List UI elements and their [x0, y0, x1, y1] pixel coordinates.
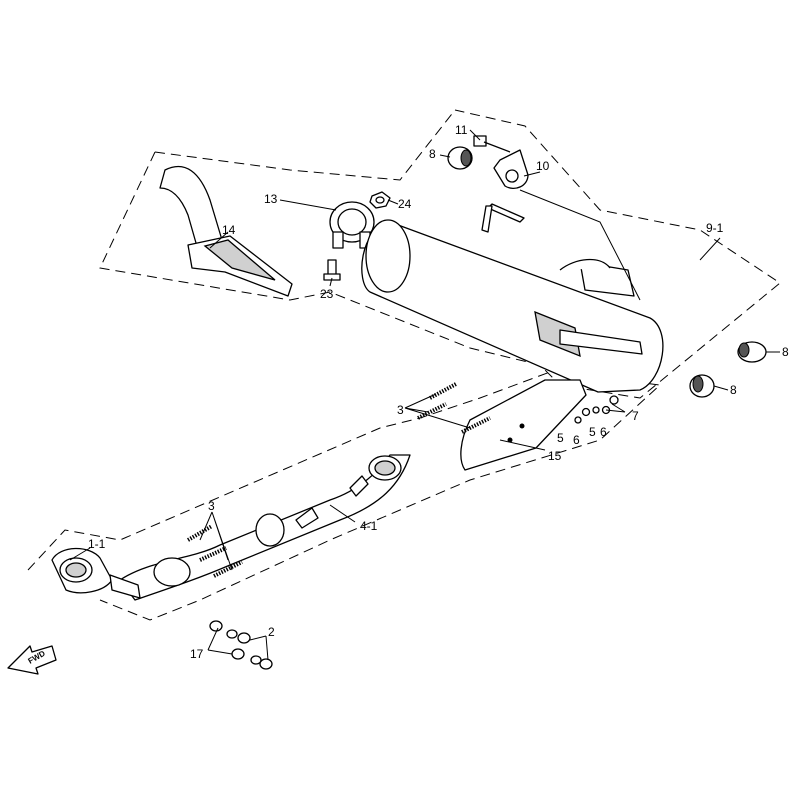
muffler-top-boundary: [154, 109, 456, 181]
callout-8-low: 8: [730, 383, 737, 397]
callout-24: 24: [398, 197, 412, 211]
bracket-bolt: [473, 135, 511, 153]
flange-nuts: [209, 620, 273, 670]
exhaust-clamp: [329, 201, 375, 249]
springs-lower: [186, 524, 243, 578]
callout-5-left: 5: [557, 431, 564, 445]
callout-3-upper: 3: [397, 403, 404, 417]
callout-6-right: 6: [600, 425, 607, 439]
head-pipe: [119, 454, 411, 601]
callout-2: 2: [268, 625, 275, 639]
springs-upper: [417, 382, 491, 434]
grommet-top: [447, 146, 473, 170]
mounting-bracket: [493, 149, 529, 190]
forward-arrow-icon: FWD: [7, 645, 57, 675]
callout-13: 13: [264, 192, 278, 206]
callout-17: 17: [190, 647, 204, 661]
callout-6-left: 6: [573, 433, 580, 447]
clamp-nut: [369, 191, 391, 209]
callout-15: 15: [548, 449, 562, 463]
callout-8-mid: 8: [782, 345, 789, 359]
tail-pipe: [159, 165, 293, 297]
clamp-bolt: [323, 259, 341, 281]
callout-8-top: 8: [429, 147, 436, 161]
callout-11: 11: [455, 123, 468, 137]
callout-10: 10: [536, 159, 550, 173]
callout-23: 23: [320, 287, 334, 301]
heat-shield: [460, 379, 587, 471]
callout-7: 7: [632, 409, 639, 423]
callout-9-1: 9-1: [706, 221, 724, 235]
exhaust-flange: [51, 547, 141, 599]
callout-4-1: 4-1: [360, 519, 378, 533]
muffler-body: [361, 203, 664, 393]
leader-lines: [69, 129, 780, 661]
callout-14: 14: [222, 223, 236, 237]
grommet-mid: [737, 341, 767, 363]
grommet-low: [689, 374, 715, 398]
callout-1-1: 1-1: [88, 537, 106, 551]
callout-3-lower: 3: [208, 499, 215, 513]
callout-5-right: 5: [589, 425, 596, 439]
